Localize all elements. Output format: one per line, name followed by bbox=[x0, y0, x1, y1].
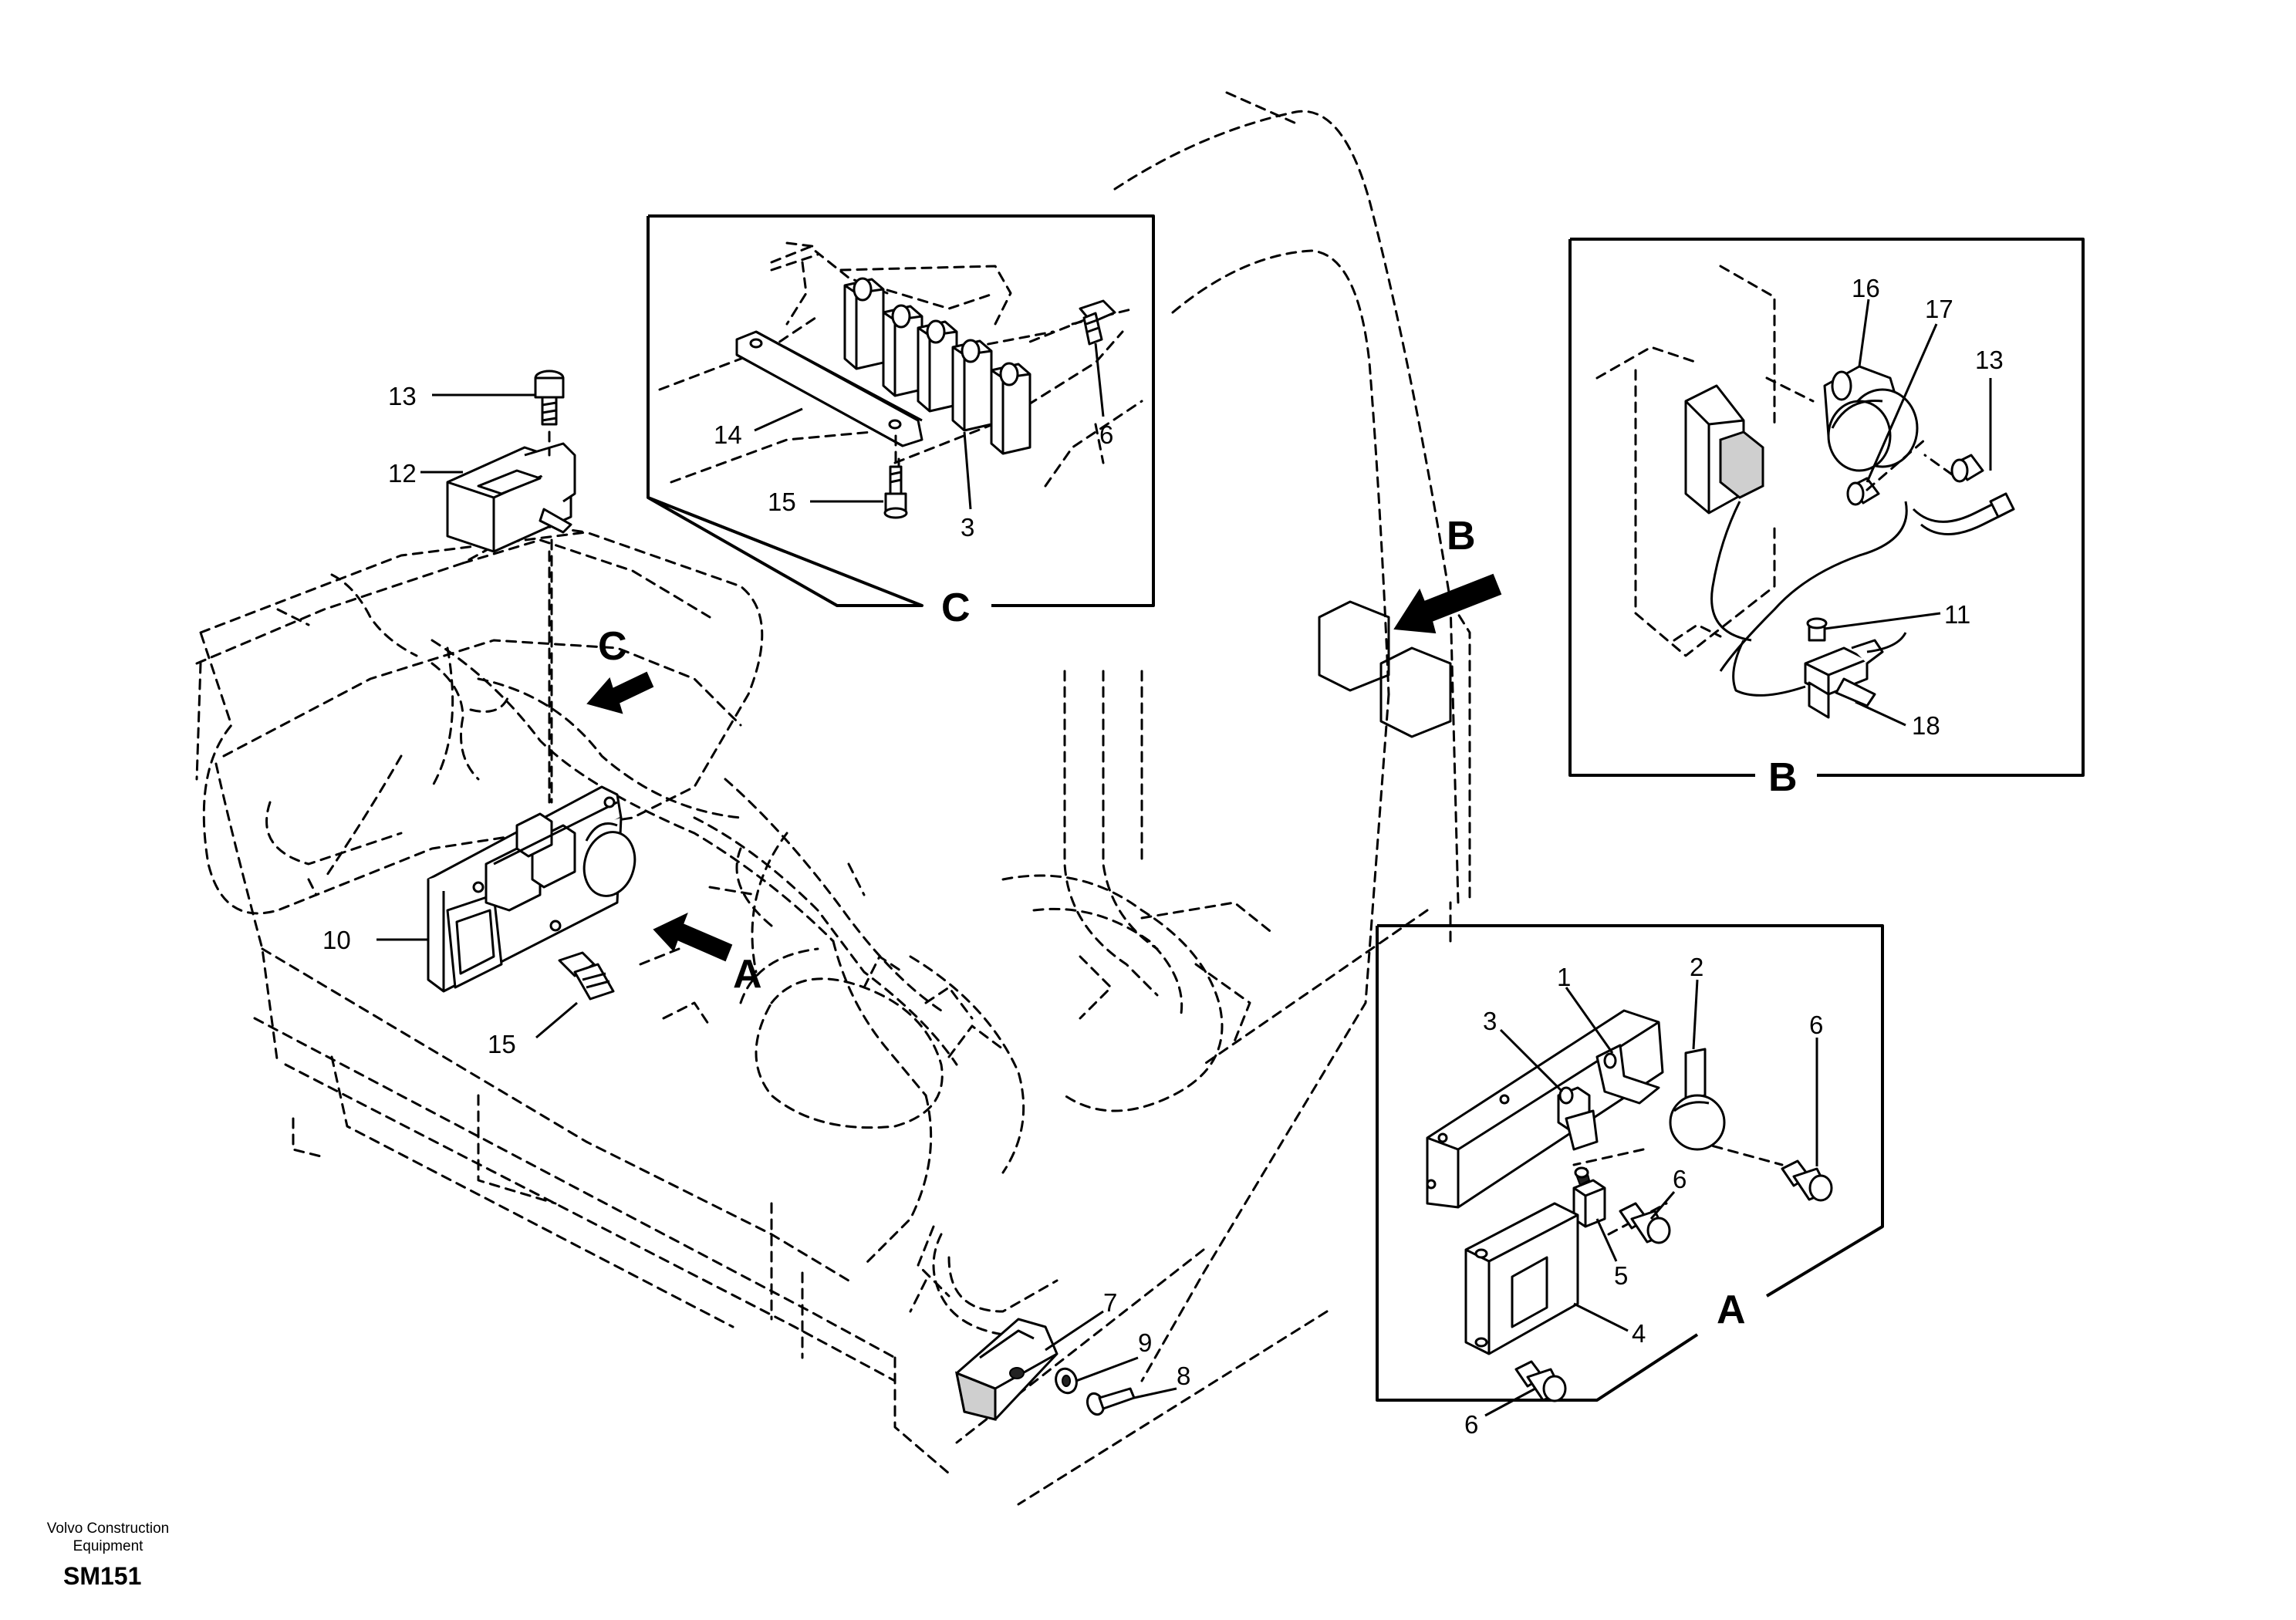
view-letters: C A B C B A bbox=[598, 514, 1798, 1332]
washer-9[interactable] bbox=[1052, 1366, 1079, 1396]
label-10: 10 bbox=[322, 926, 351, 954]
view-c-arrow-label: C bbox=[598, 624, 627, 669]
view-a-arrow-label: A bbox=[733, 952, 762, 997]
label-6-a-lower: 6 bbox=[1464, 1410, 1478, 1439]
screw-8[interactable] bbox=[1085, 1387, 1136, 1417]
cab-outline bbox=[195, 91, 1471, 1506]
view-a-box-label: A bbox=[1717, 1288, 1746, 1332]
label-13: 13 bbox=[388, 382, 417, 410]
controller-10[interactable] bbox=[427, 785, 642, 993]
label-9: 9 bbox=[1138, 1328, 1152, 1357]
view-b-box-label: B bbox=[1768, 755, 1798, 800]
bolt-13[interactable] bbox=[534, 370, 565, 804]
label-11: 11 bbox=[1944, 600, 1970, 629]
bolt-15[interactable] bbox=[558, 951, 615, 1001]
label-17: 17 bbox=[1925, 295, 1953, 323]
label-13-b: 13 bbox=[1975, 346, 2004, 374]
buzzer-7[interactable] bbox=[954, 1318, 1059, 1421]
label-2: 2 bbox=[1690, 953, 1703, 981]
view-a-arrow bbox=[653, 913, 733, 962]
label-3-a: 3 bbox=[1483, 1007, 1497, 1035]
brand-text: Volvo Construction Equipment bbox=[31, 1520, 185, 1555]
detail-view-a bbox=[1376, 901, 1884, 1402]
label-4: 4 bbox=[1632, 1319, 1646, 1348]
view-b-arrow bbox=[1393, 573, 1502, 634]
label-16: 16 bbox=[1852, 274, 1880, 302]
view-c-arrow bbox=[586, 671, 654, 714]
brand-line-2: Equipment bbox=[73, 1538, 144, 1554]
label-15-c: 15 bbox=[768, 488, 796, 516]
label-8: 8 bbox=[1177, 1362, 1190, 1390]
label-12: 12 bbox=[388, 459, 417, 488]
label-18: 18 bbox=[1912, 711, 1940, 740]
label-15: 15 bbox=[488, 1030, 516, 1058]
diagram-reference: SM151 bbox=[63, 1562, 142, 1590]
brand-line-1: Volvo Construction bbox=[46, 1520, 170, 1537]
view-c-box-label: C bbox=[941, 586, 971, 630]
label-6-a-right: 6 bbox=[1809, 1011, 1823, 1039]
detail-view-c bbox=[647, 214, 1155, 607]
view-b-arrow-label: B bbox=[1447, 514, 1476, 559]
label-3-c: 3 bbox=[961, 513, 974, 542]
label-5: 5 bbox=[1614, 1261, 1628, 1290]
callout-numbers: 13 12 10 15 14 15 3 6 7 9 8 16 17 13 11 … bbox=[322, 274, 2004, 1439]
relay-12[interactable] bbox=[446, 442, 576, 553]
label-6-c: 6 bbox=[1099, 420, 1113, 449]
detail-view-b bbox=[1568, 238, 2085, 777]
label-6-a-middle: 6 bbox=[1673, 1165, 1687, 1193]
label-1: 1 bbox=[1557, 963, 1571, 991]
leader-lines bbox=[376, 299, 1992, 1417]
label-7: 7 bbox=[1103, 1288, 1117, 1317]
label-14-c: 14 bbox=[714, 420, 742, 449]
connector-hexagons bbox=[1318, 600, 1452, 738]
